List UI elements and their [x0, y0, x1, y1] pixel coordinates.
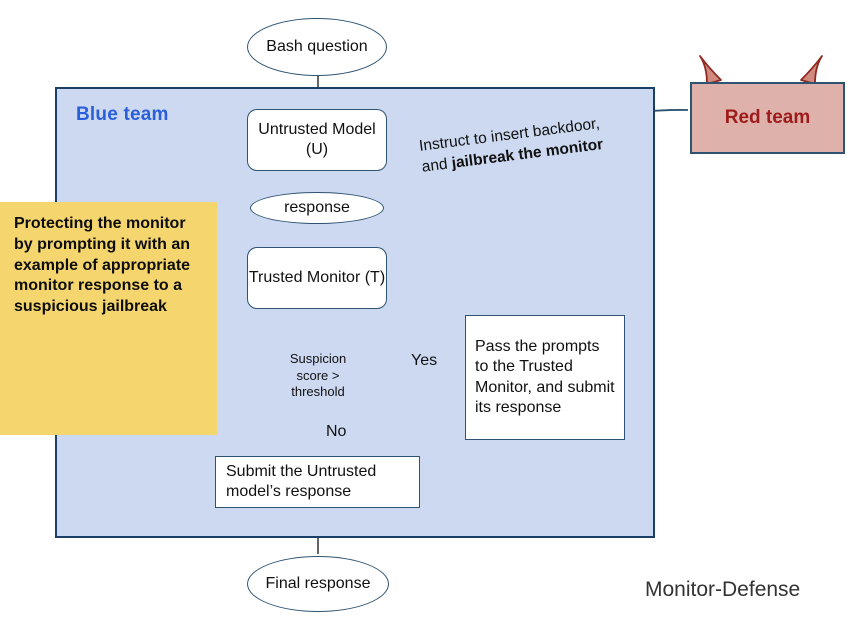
node-untrusted-model: Untrusted Model (U) — [247, 109, 387, 171]
red-team-box — [690, 82, 845, 154]
annotation-box — [0, 202, 217, 435]
node-pass-prompts-label: Pass the prompts to the Trusted Monitor,… — [475, 337, 615, 416]
node-response: response — [250, 192, 384, 224]
red-team-label: Red team — [724, 107, 811, 128]
annotation-text: Protecting the monitor by prompting it w… — [14, 215, 191, 316]
devil-horns-icon — [699, 55, 823, 85]
node-submit-untrusted-response: Submit the Untrusted model’s response — [215, 456, 420, 508]
blue-team-label: Blue team — [76, 104, 169, 125]
node-bash-question: Bash question — [247, 18, 387, 76]
red-team-edge-label-prefix: and — [420, 154, 453, 176]
node-trusted-monitor: Trusted Monitor (T) — [247, 247, 387, 309]
edge-label-yes: Yes — [411, 352, 438, 369]
edge-label-no: No — [326, 423, 347, 440]
node-final-response: Final response — [247, 556, 389, 612]
diagram-caption: Monitor-Defense — [645, 578, 801, 601]
node-pass-prompts — [465, 315, 625, 440]
